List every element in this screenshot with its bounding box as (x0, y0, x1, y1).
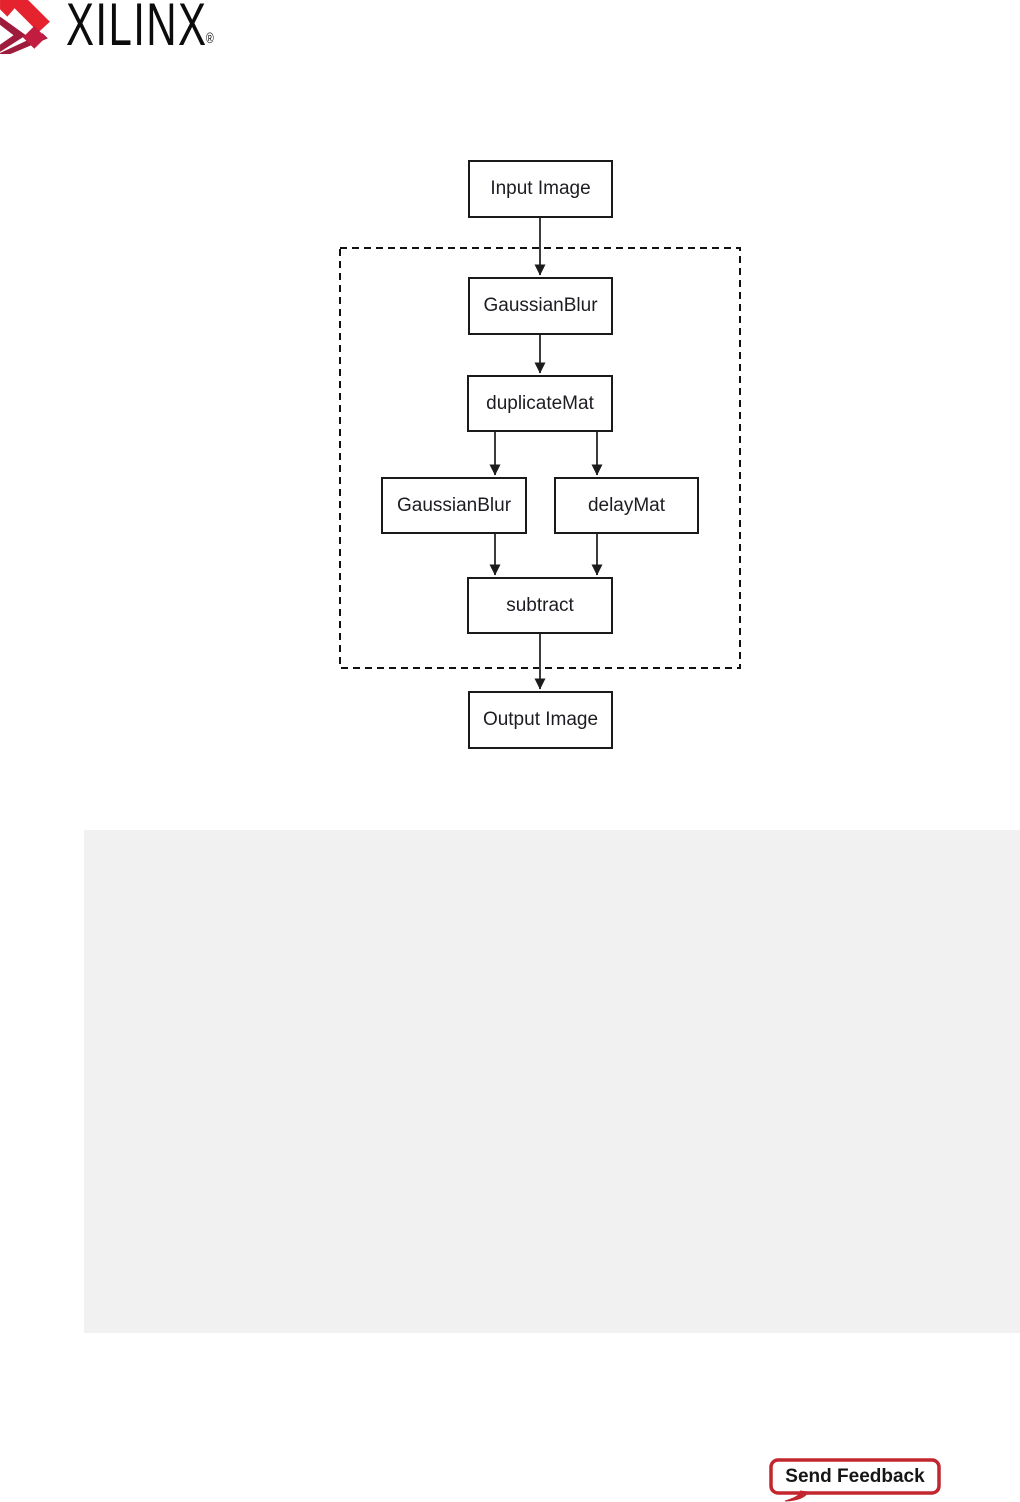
send-feedback-label: Send Feedback (785, 1465, 925, 1487)
speech-bubble-icon (769, 1458, 941, 1502)
code-block-placeholder (84, 830, 1020, 1333)
node-delay-mat: delayMat (554, 477, 699, 534)
node-gaussian-blur-top: GaussianBlur (468, 277, 613, 335)
node-subtract: subtract (467, 577, 613, 634)
brand-wordmark: XILINX® (66, 0, 215, 59)
xilinx-logo-mark-icon (0, 0, 50, 54)
brand-name: XILINX (66, 0, 208, 58)
node-output-image: Output Image (468, 691, 613, 749)
send-feedback-button[interactable]: Send Feedback (768, 1454, 946, 1502)
node-duplicate-mat: duplicateMat (467, 375, 613, 432)
node-gaussian-blur-left: GaussianBlur (381, 477, 527, 534)
flow-diagram: Input Image GaussianBlur duplicateMat Ga… (339, 160, 741, 749)
node-input-image: Input Image (468, 160, 613, 218)
registered-trademark-symbol: ® (206, 30, 214, 47)
